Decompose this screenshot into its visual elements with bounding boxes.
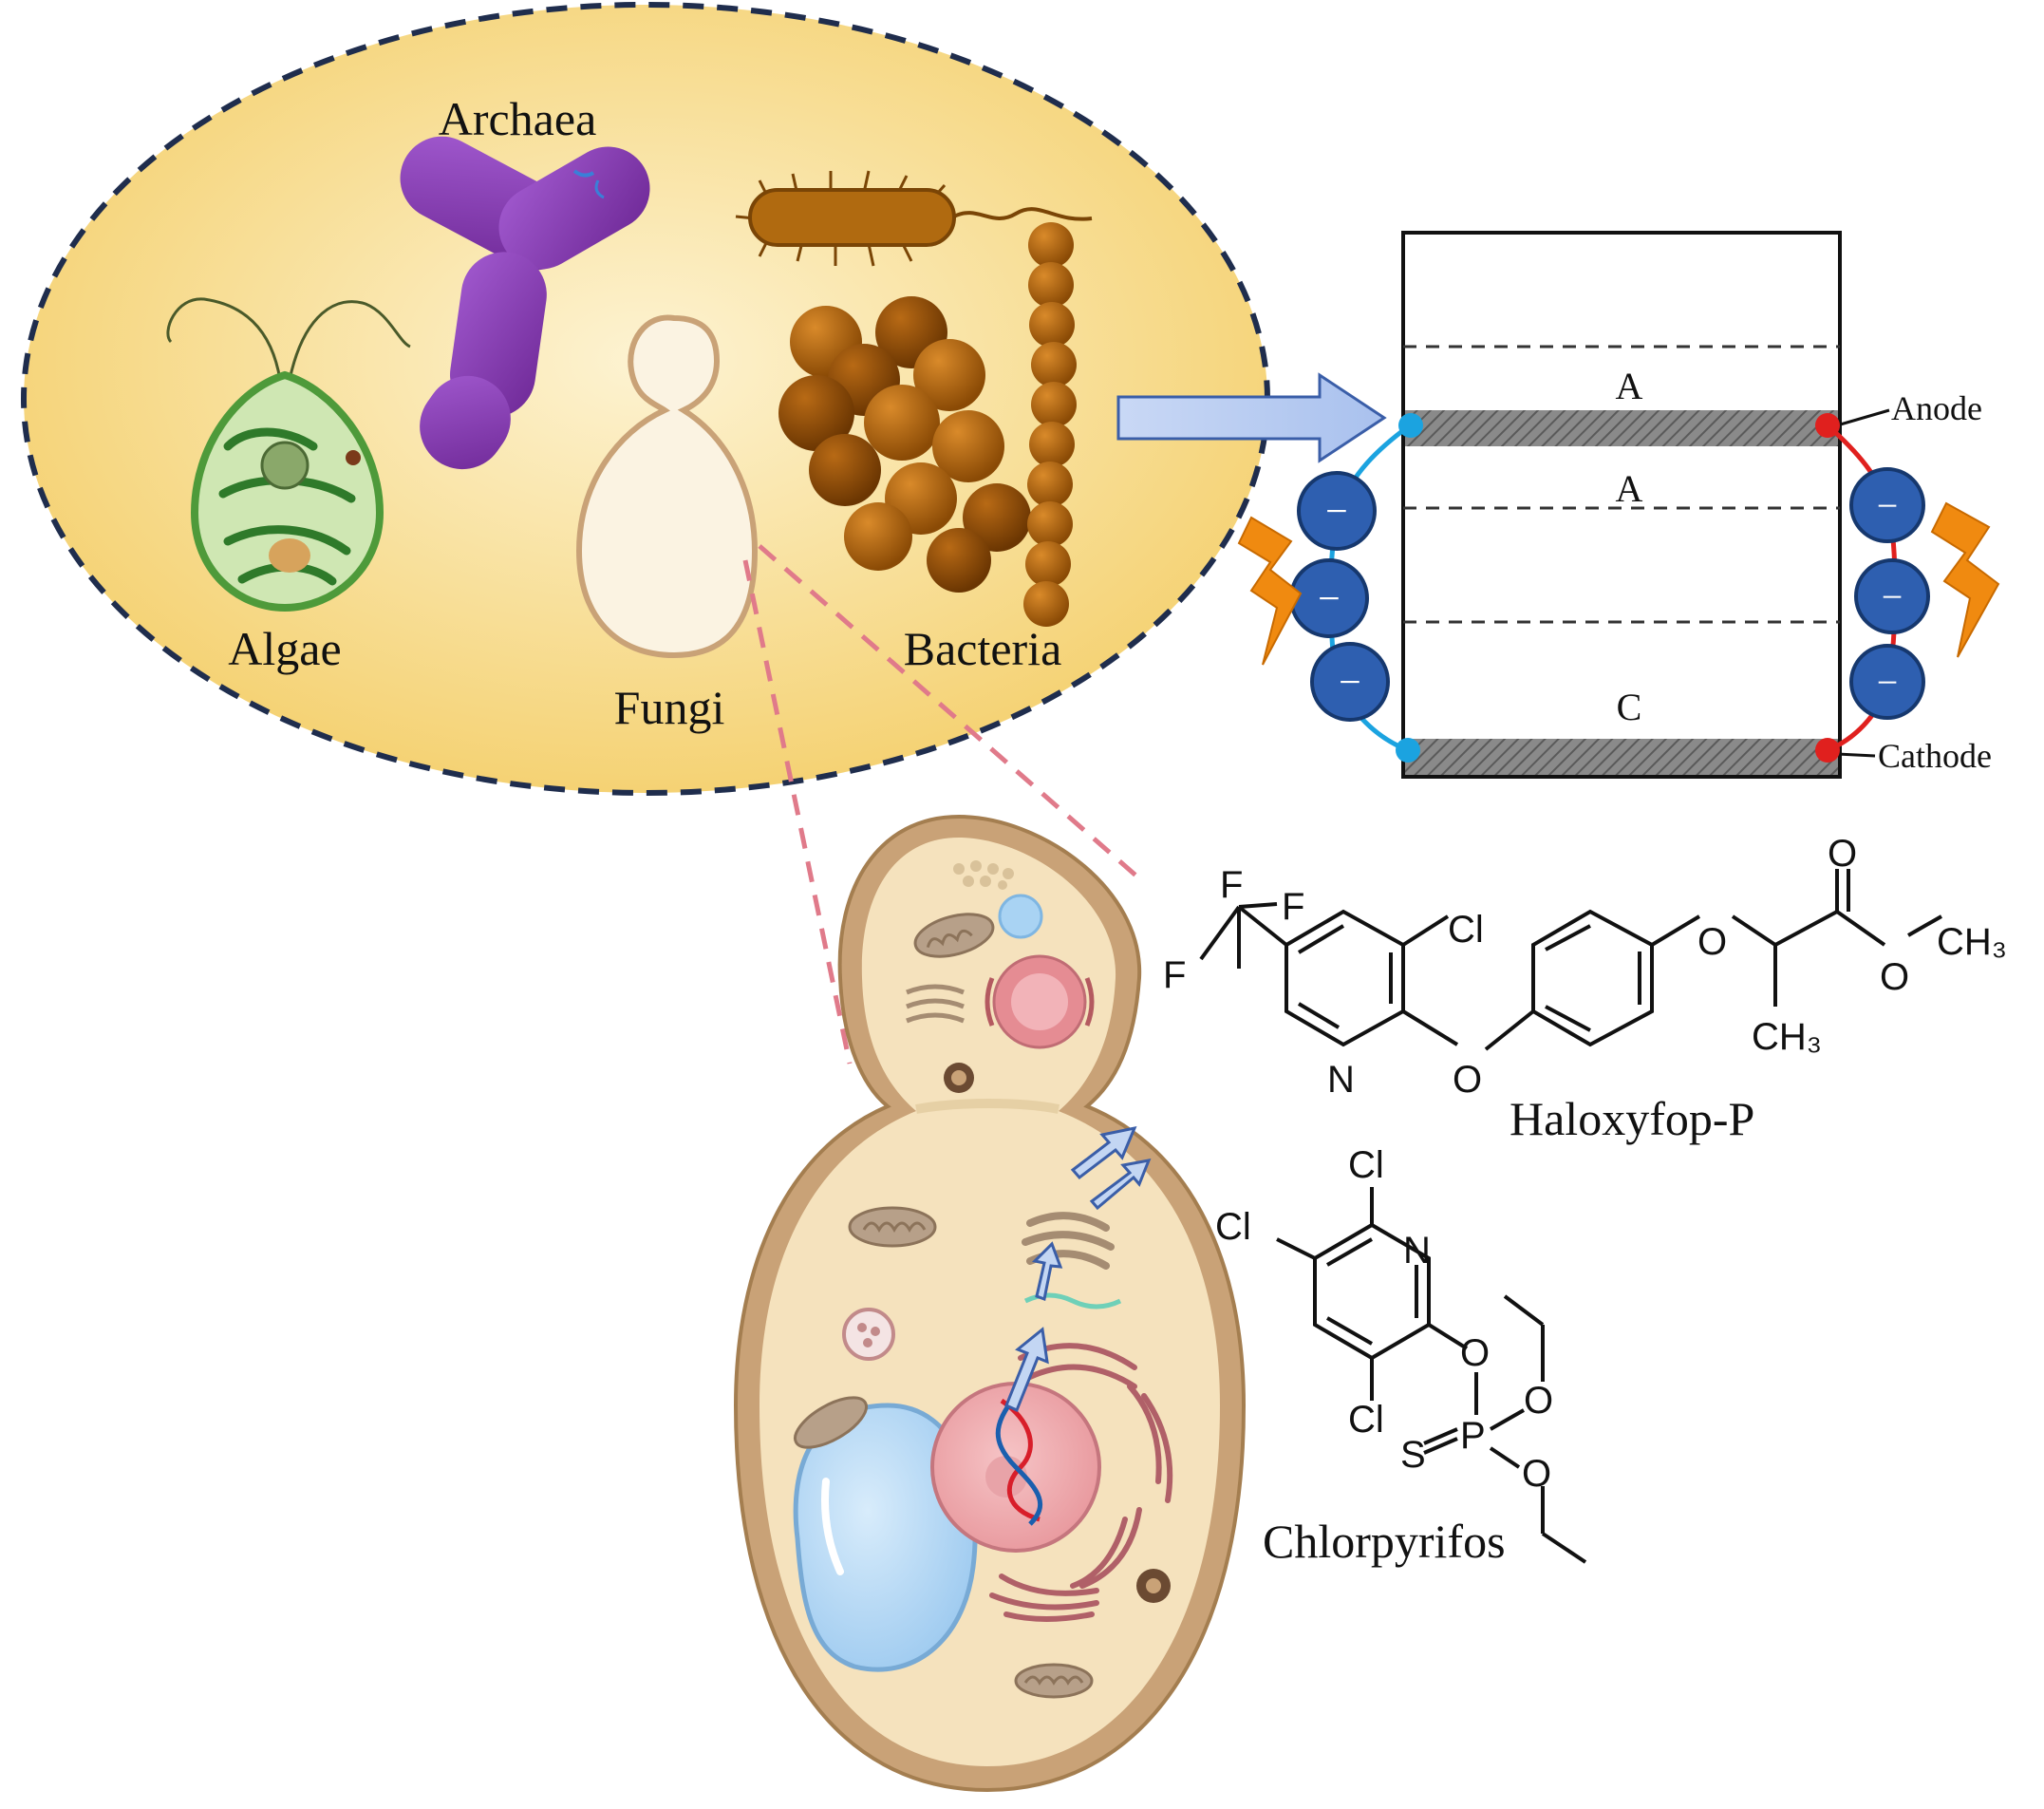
anode-label: Anode xyxy=(1891,389,1982,427)
fungi-label: Fungi xyxy=(614,681,725,734)
chlorpyrifos-cl3: Cl xyxy=(1348,1399,1384,1441)
chlorpyrifos-n: N xyxy=(1403,1230,1431,1272)
layer-a-lower-label: A xyxy=(1616,467,1643,510)
chlorpyrifos-cl1: Cl xyxy=(1348,1144,1384,1186)
svg-text:−: − xyxy=(1877,484,1899,527)
haloxyfop-n: N xyxy=(1327,1059,1355,1101)
right-anode-node xyxy=(1815,413,1840,438)
electron-left-2: − xyxy=(1289,558,1369,638)
bacteria-rod xyxy=(735,170,1093,267)
haloxyfop-f1: F xyxy=(1220,864,1243,906)
mitochondrion-icon xyxy=(913,913,995,958)
algae-cell xyxy=(166,297,411,612)
haloxyfop-cl: Cl xyxy=(1448,909,1484,951)
bacteria-cluster xyxy=(778,296,1031,593)
bacteria-label: Bacteria xyxy=(904,622,1062,675)
haloxyfop-f3: F xyxy=(1163,954,1186,996)
lightning-left-icon xyxy=(1237,516,1303,666)
fuel-cell: A A C Anode Cathode − − − − xyxy=(1237,231,2000,779)
haloxyfop-o-ester: O xyxy=(1880,956,1909,998)
transfer-arrow xyxy=(1116,372,1387,463)
haloxyfop-f2: F xyxy=(1282,886,1304,928)
svg-text:−: − xyxy=(1339,661,1361,705)
svg-text:−: − xyxy=(1325,490,1348,534)
archaea-cell xyxy=(400,136,650,470)
right-cathode-node xyxy=(1815,738,1840,763)
chlorpyrifos-o2: O xyxy=(1524,1380,1553,1422)
algae-label: Algae xyxy=(228,622,341,675)
haloxyfop-ch3-ester: CH₃ xyxy=(1937,921,2007,963)
left-anode-node xyxy=(1398,413,1423,438)
microbe-ellipse-group: Archaea Algae Fungi xyxy=(21,2,1270,796)
chlorpyrifos-o1: O xyxy=(1460,1332,1490,1374)
layer-c-label: C xyxy=(1617,686,1642,728)
cathode-plate xyxy=(1405,739,1838,775)
zoom-line-left xyxy=(742,559,853,1065)
fungi-cell xyxy=(575,314,759,659)
electron-right-3: − xyxy=(1849,644,1925,720)
bacteria-chain xyxy=(1023,222,1077,627)
left-cathode-node xyxy=(1396,738,1420,763)
archaea-label: Archaea xyxy=(439,92,597,145)
haloxyfop-ch3-branch: CH₃ xyxy=(1752,1016,1822,1058)
electron-right-2: − xyxy=(1854,558,1930,634)
haloxyfop-structure xyxy=(1199,869,1942,1051)
electron-right-1: − xyxy=(1849,467,1925,543)
fuel-cell-box xyxy=(1401,231,1842,779)
haloxyfop-o-link: O xyxy=(1453,1059,1482,1101)
anode-plate xyxy=(1405,410,1838,446)
haloxyfop-o-carbonyl: O xyxy=(1828,833,1857,875)
haloxyfop-o-ether: O xyxy=(1697,921,1727,963)
layer-a-upper-label: A xyxy=(1616,365,1643,407)
chlorpyrifos-o3: O xyxy=(1522,1453,1551,1495)
chlorpyrifos-label: Chlorpyrifos xyxy=(1263,1515,1506,1568)
cathode-label: Cathode xyxy=(1878,737,1992,775)
electron-left-1: − xyxy=(1297,471,1377,551)
chlorpyrifos-structure xyxy=(1276,1187,1587,1564)
electron-left-3: − xyxy=(1310,642,1390,722)
yeast-cell xyxy=(733,814,1247,1793)
chlorpyrifos-p: P xyxy=(1460,1415,1486,1457)
chlorpyrifos-cl2: Cl xyxy=(1215,1206,1251,1248)
svg-text:−: − xyxy=(1882,575,1903,618)
svg-text:−: − xyxy=(1318,577,1341,621)
haloxyfop-label: Haloxyfop-P xyxy=(1510,1092,1754,1145)
lightning-right-icon xyxy=(1930,501,2000,658)
chlorpyrifos-s: S xyxy=(1400,1434,1426,1476)
zoom-line-right xyxy=(758,544,1141,880)
svg-text:−: − xyxy=(1877,661,1899,704)
